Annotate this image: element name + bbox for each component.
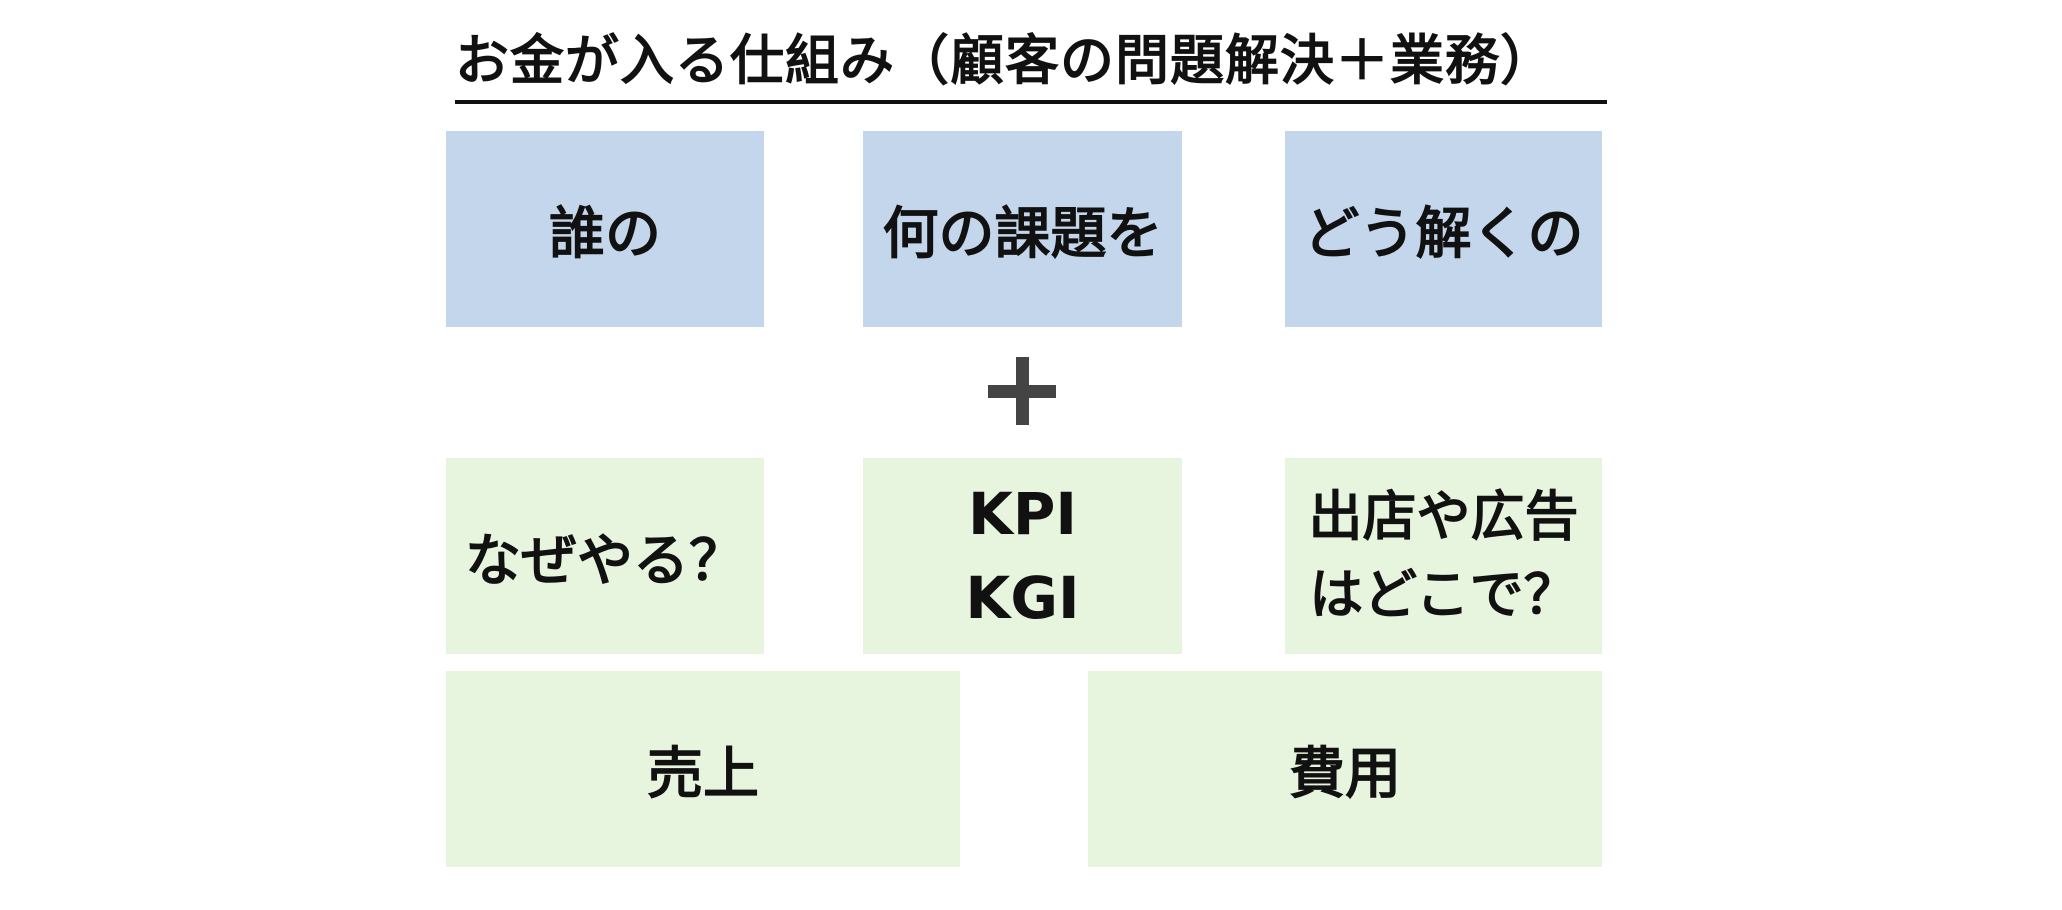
box-where-label: 出店や広告 はどこで？ <box>1308 484 1579 626</box>
box-what-problem-label: 何の課題を <box>882 201 1163 267</box>
box-how-solve-label: どう解くの <box>1303 201 1584 267</box>
box-who: 誰の <box>446 131 764 327</box>
plus-icon <box>988 357 1056 425</box>
box-where: 出店や広告 はどこで？ <box>1285 458 1602 654</box>
box-kpi-kgi: KPI KGI <box>863 458 1182 654</box>
box-sales: 売上 <box>446 671 960 867</box>
box-how-solve: どう解くの <box>1285 131 1602 327</box>
box-why: なぜやる？ <box>446 458 764 654</box>
plus-icon-vertical-bar <box>1016 357 1029 425</box>
title-underline <box>455 100 1607 104</box>
box-what-problem: 何の課題を <box>863 131 1182 327</box>
box-kpi-kgi-label: KPI KGI <box>965 479 1080 632</box>
box-sales-label: 売上 <box>647 741 759 807</box>
box-who-label: 誰の <box>549 201 661 267</box>
box-why-label: なぜやる？ <box>465 528 745 594</box>
box-cost: 費用 <box>1088 671 1602 867</box>
box-cost-label: 費用 <box>1289 741 1401 807</box>
diagram-title: お金が入る仕組み（顧客の問題解決＋業務） <box>455 29 1555 92</box>
